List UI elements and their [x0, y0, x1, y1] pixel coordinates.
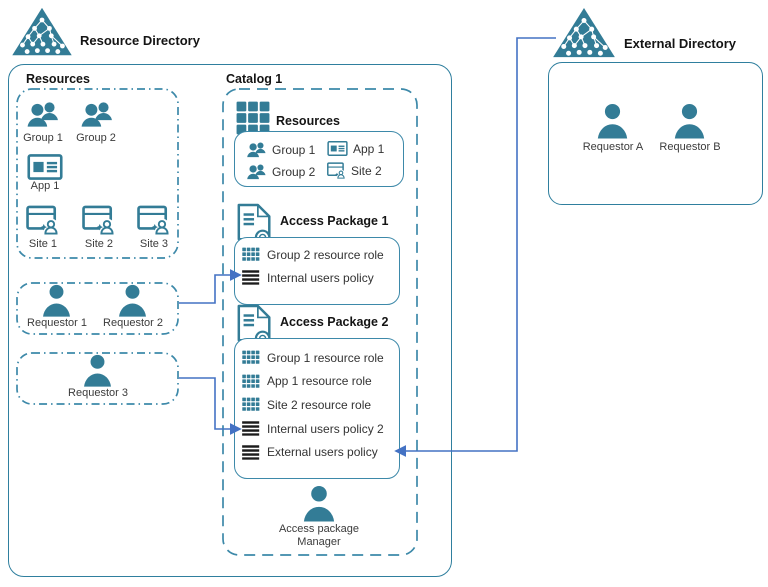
person-icon: [672, 103, 707, 139]
person-icon: [301, 485, 337, 522]
person-icon: [40, 284, 73, 317]
catalog-resource-label: Group 2: [272, 164, 316, 179]
people-group-icon: [246, 163, 267, 180]
access-package1-box: Group 2 resource role Internal users pol…: [234, 237, 400, 305]
package-item: Internal users policy: [235, 266, 399, 289]
requestor1-label: Requestor 1: [27, 317, 87, 329]
package-item: Site 2 resource role: [235, 393, 399, 417]
site1-label: Site 1: [28, 238, 58, 250]
package-item: Group 1 resource role: [235, 346, 399, 370]
requestor3-label: Requestor 3: [68, 387, 128, 399]
package-item-label: Site 2 resource role: [267, 397, 372, 412]
person-icon: [116, 284, 149, 317]
catalog-resource-label: Group 1: [272, 142, 316, 157]
policy-bars-icon: [242, 270, 260, 285]
group2-label: Group 2: [76, 132, 116, 144]
package-item-label: Group 1 resource role: [267, 350, 384, 365]
catalog-title: Catalog 1: [226, 72, 283, 86]
site-window-icon: [327, 162, 346, 179]
external-directory-title: External Directory: [624, 36, 736, 51]
catalog-resources-box: Group 1 App 1 Group 2 Site 2: [234, 131, 404, 187]
resource-directory-title: Resource Directory: [80, 33, 200, 48]
access-package2-title: Access Package 2: [280, 315, 389, 329]
person-icon: [81, 354, 114, 387]
package-item: App 1 resource role: [235, 370, 399, 394]
resources-title: Resources: [26, 72, 90, 86]
package-item-label: Internal users policy 2: [267, 421, 384, 436]
package-item: External users policy: [235, 440, 399, 464]
site2-label: Site 2: [84, 238, 114, 250]
app-window-icon: [27, 154, 63, 180]
package-item-label: App 1 resource role: [267, 374, 372, 389]
app-window-icon: [327, 141, 348, 156]
requestor2-label: Requestor 2: [103, 317, 163, 329]
resources-dashdot-box: [16, 88, 179, 259]
resource-grid-icon: [242, 350, 260, 365]
site-window-icon: [26, 205, 60, 235]
catalog-resource-label: Site 2: [351, 163, 382, 178]
resource-grid-icon: [242, 374, 260, 389]
requestorB-label: Requestor B: [659, 141, 721, 153]
people-group-icon: [80, 100, 114, 128]
people-group-icon: [246, 141, 267, 158]
catalog-resource-label: App 1: [353, 141, 385, 156]
policy-bars-icon: [242, 421, 260, 436]
resource-grid-icon: [242, 247, 260, 262]
requestorA-label: Requestor A: [582, 141, 644, 153]
package-item: Group 2 resource role: [235, 243, 399, 266]
external-directory-pyramid-icon: [551, 7, 617, 61]
app1-label: App 1: [30, 180, 60, 192]
package-item: Internal users policy 2: [235, 417, 399, 441]
site-window-icon: [137, 205, 171, 235]
resource-grid-icon: [236, 101, 270, 135]
group1-label: Group 1: [23, 132, 63, 144]
access-package2-box: Group 1 resource role App 1 resource rol…: [234, 338, 400, 479]
external-directory-box: [548, 62, 763, 205]
access-package1-title: Access Package 1: [280, 214, 389, 228]
resource-grid-icon: [242, 397, 260, 412]
package-item-label: External users policy: [267, 445, 378, 460]
catalog-resources-title: Resources: [276, 114, 340, 128]
people-group-icon: [26, 100, 60, 128]
policy-bars-icon: [242, 445, 260, 460]
manager-label-line1: Access package: [278, 523, 360, 535]
manager-label-line2: Manager: [297, 536, 341, 548]
package-item-label: Internal users policy: [267, 270, 374, 285]
site-window-icon: [82, 205, 116, 235]
requestor-3-dashdot-box: [16, 352, 179, 405]
person-icon: [595, 103, 630, 139]
resource-directory-pyramid-icon: [10, 7, 74, 59]
requestors-1-2-dashdot-box: [16, 282, 179, 335]
site3-label: Site 3: [139, 238, 169, 250]
package-item-label: Group 2 resource role: [267, 247, 384, 262]
